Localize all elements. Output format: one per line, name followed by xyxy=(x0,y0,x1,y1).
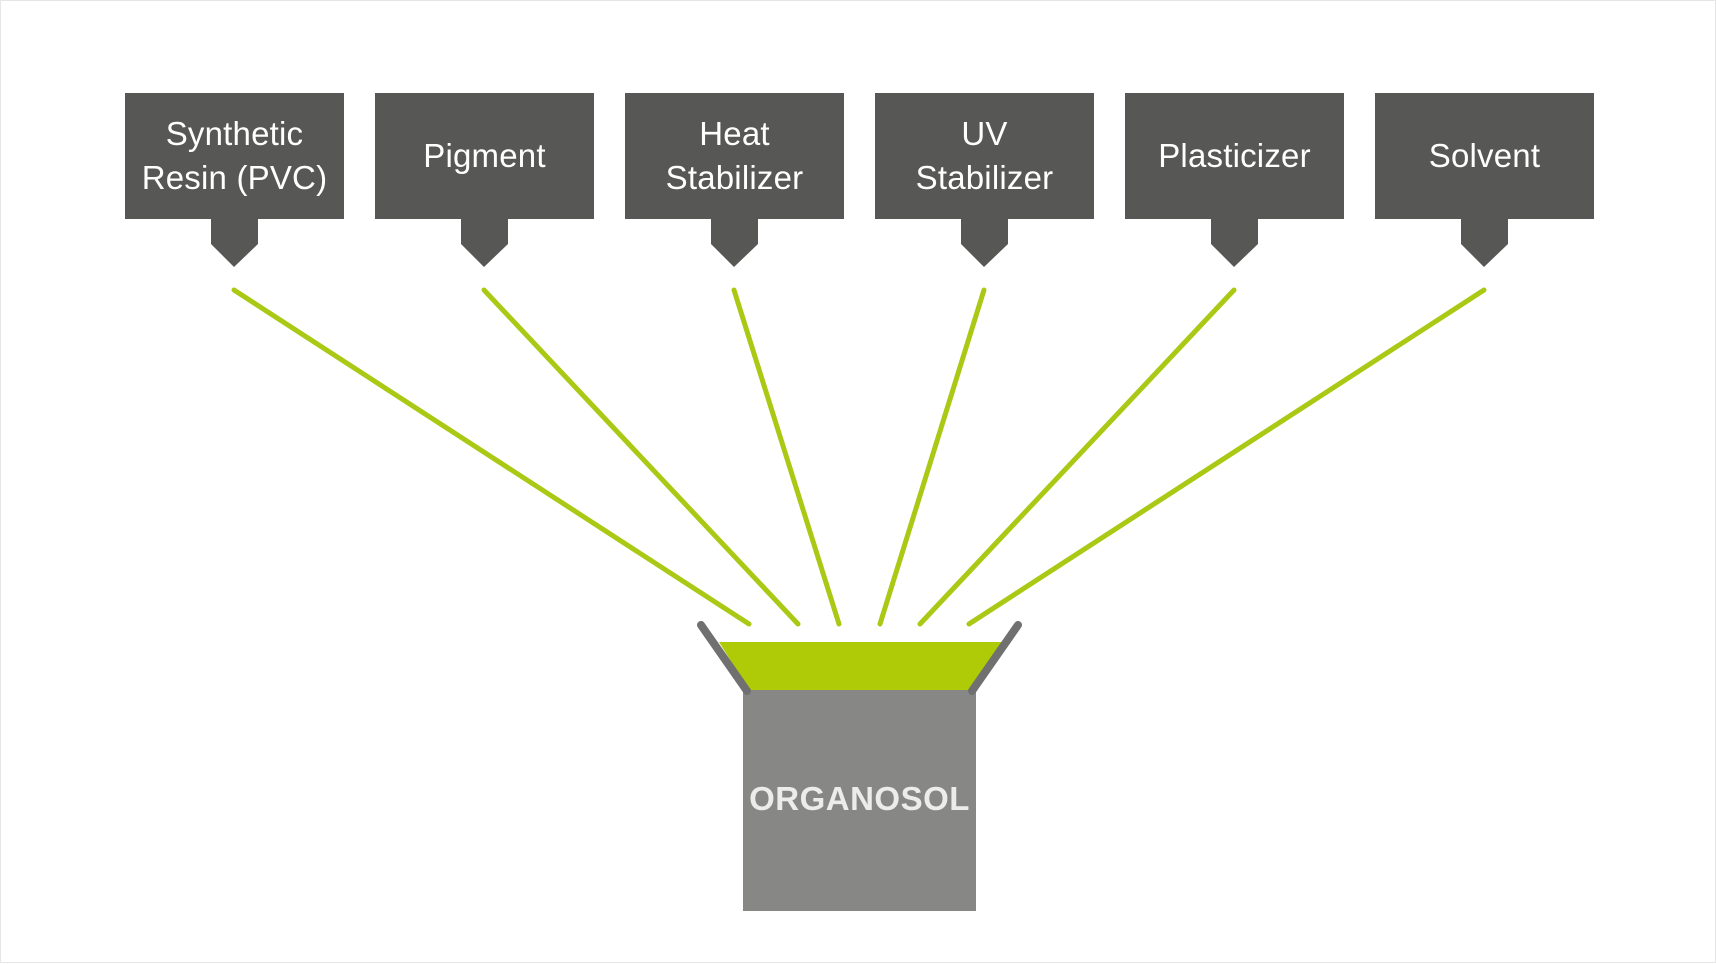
connector-pigment xyxy=(481,287,801,627)
pointer-plasticizer xyxy=(1211,218,1258,267)
ingredient-label: Heat Stabilizer xyxy=(665,115,804,196)
ingredient-box-solvent: Solvent xyxy=(1375,93,1594,219)
container-body xyxy=(743,690,976,911)
ingredient-label: Pigment xyxy=(423,137,546,174)
connector-synthetic-resin xyxy=(231,287,752,627)
ingredient-label: Plasticizer xyxy=(1158,137,1311,174)
ingredient-box-uv-stabilizer: UV Stabilizer xyxy=(875,93,1094,219)
ingredient-label: Solvent xyxy=(1428,137,1541,174)
container-rim-right xyxy=(968,621,1022,695)
pointer-heat-stabilizer xyxy=(711,218,758,267)
pointer-synthetic-resin xyxy=(211,218,258,267)
container-rim-left xyxy=(697,621,751,695)
connector-heat-stabilizer xyxy=(731,287,842,627)
ingredient-box-synthetic-resin: Synthetic Resin (PVC) xyxy=(125,93,344,219)
product-label: ORGANOSOL xyxy=(749,780,970,817)
pointer-pigment xyxy=(461,218,508,267)
ingredient-box-pigment: Pigment xyxy=(375,93,594,219)
connector-uv-stabilizer xyxy=(877,287,987,627)
connector-lines xyxy=(231,287,1487,627)
pointer-uv-stabilizer xyxy=(961,218,1008,267)
container xyxy=(697,621,1022,911)
ingredient-label: Synthetic Resin (PVC) xyxy=(141,115,328,196)
pointer-solvent xyxy=(1461,218,1508,267)
connector-plasticizer xyxy=(917,287,1237,627)
box-pointers xyxy=(211,218,1508,267)
container-liquid xyxy=(719,642,1003,690)
ingredient-label: UV Stabilizer xyxy=(915,115,1054,196)
connector-solvent xyxy=(966,287,1487,627)
ingredient-box-heat-stabilizer: Heat Stabilizer xyxy=(625,93,844,219)
ingredient-box-plasticizer: Plasticizer xyxy=(1125,93,1344,219)
